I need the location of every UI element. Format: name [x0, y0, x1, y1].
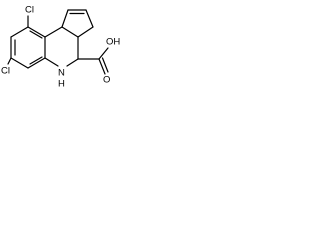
bond-c-o-carbonyl-double — [101, 57, 109, 73]
bond-benzene-4 — [10, 57, 29, 69]
bond-benzene-1 — [27, 26, 46, 38]
bond-benzene-double-2 — [29, 56, 43, 65]
bond-c3a-c9b — [61, 26, 79, 38]
bond-c9b-c1 — [61, 9, 69, 28]
bond-c-oh — [98, 47, 109, 60]
chemical-structure-diagram: Cl Cl N H OH O — [1, 5, 120, 90]
bond-c-cl-left — [7, 57, 12, 65]
bond-benzene-6 — [10, 26, 29, 38]
bond-c2-c3 — [85, 9, 94, 28]
bond-benzene-double-1 — [29, 30, 43, 39]
atom-labels: Cl Cl N H OH O — [1, 5, 120, 90]
carbonyl-oxygen-label: O — [103, 75, 110, 86]
bond-c-o-carbonyl — [98, 58, 106, 75]
bond-n-c4 — [66, 58, 79, 67]
bond-c9b-c4a — [44, 26, 63, 38]
nitrogen-label: N — [58, 68, 65, 79]
chlorine-label-left: Cl — [1, 66, 10, 77]
nitrogen-hydrogen-label: H — [58, 79, 65, 90]
bond-c8a-n — [44, 57, 59, 67]
chlorine-label-top: Cl — [25, 5, 34, 16]
hydroxyl-label: OH — [106, 37, 120, 48]
bonds — [7, 9, 109, 75]
bond-c3-c3a — [77, 26, 94, 38]
bond-benzene-3 — [27, 57, 46, 69]
